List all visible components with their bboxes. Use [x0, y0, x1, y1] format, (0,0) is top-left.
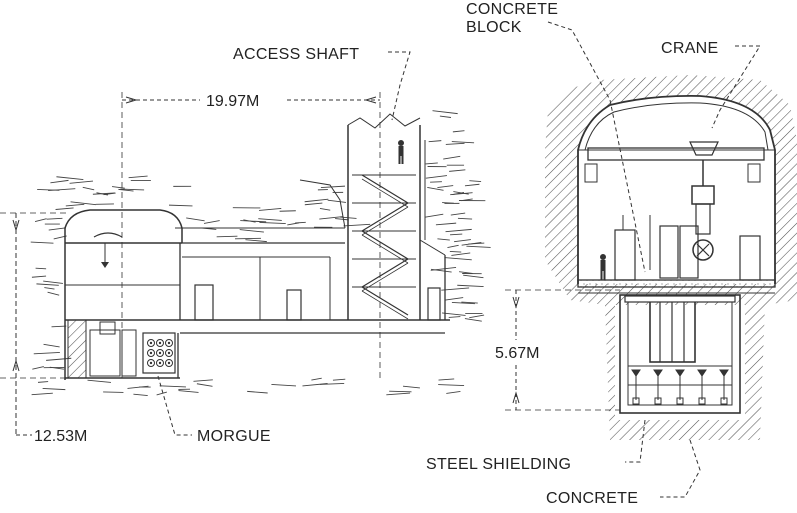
- steel-shielding-label: STEEL SHIELDING: [426, 456, 571, 473]
- morgue-cells: [148, 340, 173, 367]
- cavern-outline: [578, 96, 775, 284]
- concrete-blocks: [615, 215, 760, 280]
- concrete-block-label-line1: CONCRETE: [466, 1, 558, 18]
- morgue-label: MORGUE: [197, 428, 271, 445]
- concrete-block-label-line2: BLOCK: [466, 19, 522, 36]
- left-hall-vault: [65, 210, 182, 243]
- access-shaft-label: ACCESS SHAFT: [233, 46, 359, 63]
- left-facility-section: 19.97M 12.53M ACCESS SHAFT MORGUE: [0, 46, 491, 445]
- access-shaft: [348, 114, 445, 320]
- shielding-pit: [620, 295, 740, 413]
- crane-label: CRANE: [661, 40, 719, 57]
- person-figure-cavern: [600, 254, 606, 280]
- person-figure-shaft: [398, 140, 404, 164]
- right-facility-section: 5.67M CONCRETE BLOCK CRANE STEEL SHIELDI…: [426, 1, 797, 507]
- dimension-left-vertical-value: 12.53M: [34, 428, 87, 445]
- crane-girder: [585, 142, 764, 260]
- dimension-pit-depth-value: 5.67M: [495, 345, 539, 362]
- dimension-horizontal: [122, 92, 380, 378]
- left-rock-strata: [31, 111, 491, 396]
- dimension-left-vertical: [0, 213, 66, 435]
- concrete-label: CONCRETE: [546, 490, 638, 507]
- dimension-horizontal-value: 19.97M: [206, 93, 259, 110]
